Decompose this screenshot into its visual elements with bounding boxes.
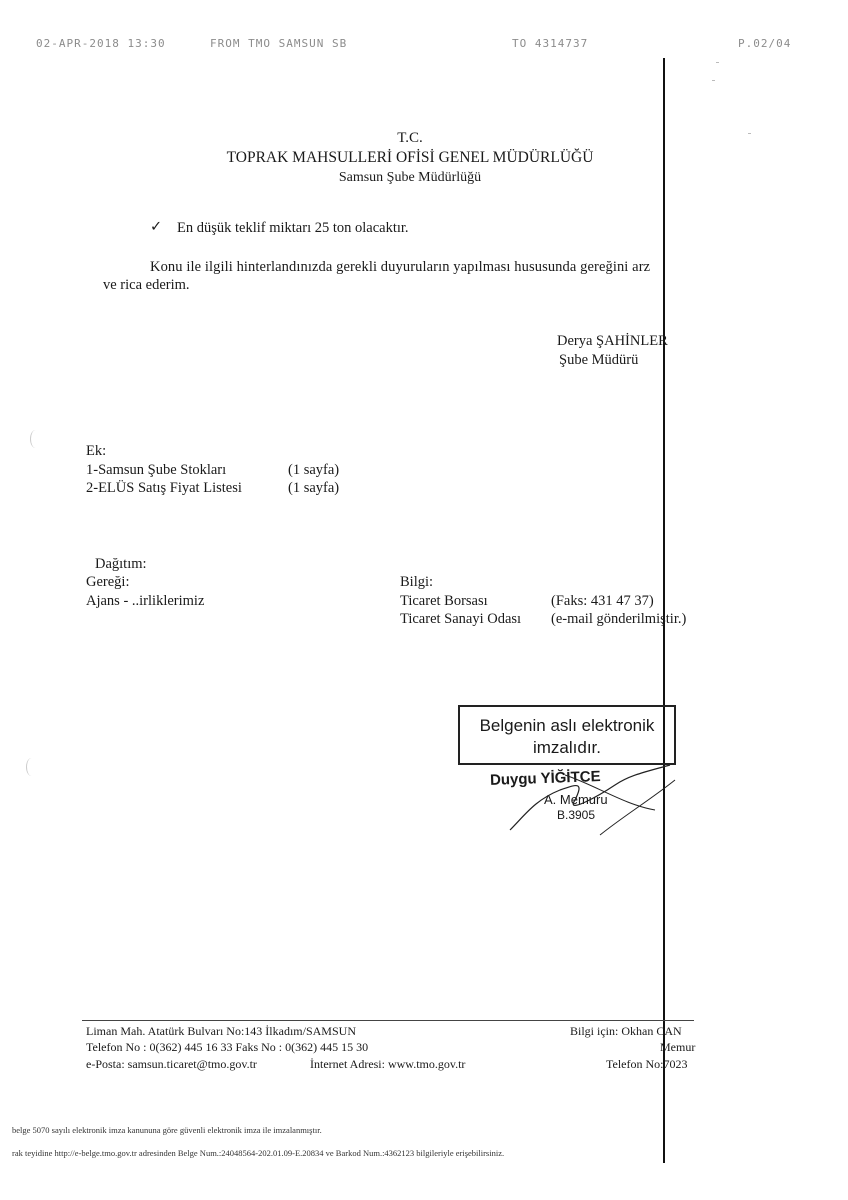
- legal-line-1: belge 5070 sayılı elektronik imza kanunu…: [12, 1125, 322, 1135]
- fax-from: FROM TMO SAMSUN SB: [210, 37, 348, 50]
- legal-line-2: rak teyidine http://e-belge.tmo.gov.tr a…: [12, 1148, 505, 1158]
- attachment-name: 1-Samsun Şube Stokları: [86, 462, 227, 478]
- handwritten-signature: [509, 764, 676, 836]
- info-label: Bilgi:: [400, 574, 434, 590]
- action-label: Gereği:: [86, 574, 130, 590]
- footer-info-phone: Telefon No:7023: [606, 1057, 688, 1071]
- checkmark-icon: ✓: [150, 219, 163, 235]
- attachments-heading: Ek:: [86, 443, 107, 459]
- letterhead-tc: T.C.: [397, 130, 423, 146]
- certifier-code: B.3905: [557, 808, 596, 822]
- footer-divider: [82, 1020, 694, 1021]
- bullet-text: En düşük teklif miktarı 25 ton olacaktır…: [177, 220, 409, 236]
- scan-speck: [748, 133, 751, 134]
- scan-speck: [712, 80, 715, 81]
- fax-page: P.02/04: [738, 37, 792, 50]
- footer-email: e-Posta: samsun.ticaret@tmo.gov.tr: [86, 1057, 257, 1071]
- attachment-pages: (1 sayfa): [288, 462, 340, 478]
- stamp-line-1: Belgenin aslı elektronik: [479, 716, 655, 735]
- signatory-title: Şube Müdürü: [559, 352, 639, 368]
- fax-datetime: 02-APR-2018 13:30: [36, 37, 166, 50]
- footer-address: Liman Mah. Atatürk Bulvarı No:143 İlkadı…: [86, 1024, 356, 1038]
- distribution-heading: Dağıtım:: [95, 556, 147, 572]
- fax-to: TO 4314737: [512, 37, 589, 50]
- footer-info-role: Memur: [660, 1040, 696, 1054]
- punch-hole-mark: [26, 758, 37, 776]
- footer-info-contact: Bilgi için: Okhan CAN: [570, 1024, 682, 1038]
- letterhead-organization: TOPRAK MAHSULLERİ OFİSİ GENEL MÜDÜRLÜĞÜ: [226, 149, 594, 166]
- punch-hole-mark: [30, 430, 41, 448]
- action-recipient: Ajans - ..irliklerimiz: [86, 593, 205, 609]
- scan-fold-line: [663, 58, 665, 1163]
- attachment-name: 2-ELÜS Satış Fiyat Listesi: [86, 480, 242, 496]
- scan-speck: [716, 62, 719, 63]
- stamp-line-2: imzalıdır.: [532, 738, 602, 757]
- info-recipient: Ticaret Sanayi Odası: [400, 611, 522, 627]
- paragraph-line-2: ve rica ederim.: [103, 277, 190, 293]
- footer-phone: Telefon No : 0(362) 445 16 33 Faks No : …: [86, 1040, 369, 1054]
- info-recipient: Ticaret Borsası: [400, 593, 488, 609]
- footer-web: İnternet Adresi: www.tmo.gov.tr: [310, 1057, 466, 1071]
- info-recipient-note: (Faks: 431 47 37): [551, 593, 654, 609]
- letterhead-branch: Samsun Şube Müdürlüğü: [338, 170, 482, 185]
- paragraph-line-1: Konu ile ilgili hinterlandınızda gerekli…: [150, 259, 651, 275]
- signatory-name: Derya ŞAHİNLER: [557, 333, 668, 349]
- info-recipient-note: (e-mail gönderilmiştir.): [551, 611, 687, 627]
- electronic-signature-stamp: Belgenin aslı elektronik imzalıdır.: [458, 705, 676, 765]
- attachment-pages: (1 sayfa): [288, 480, 340, 496]
